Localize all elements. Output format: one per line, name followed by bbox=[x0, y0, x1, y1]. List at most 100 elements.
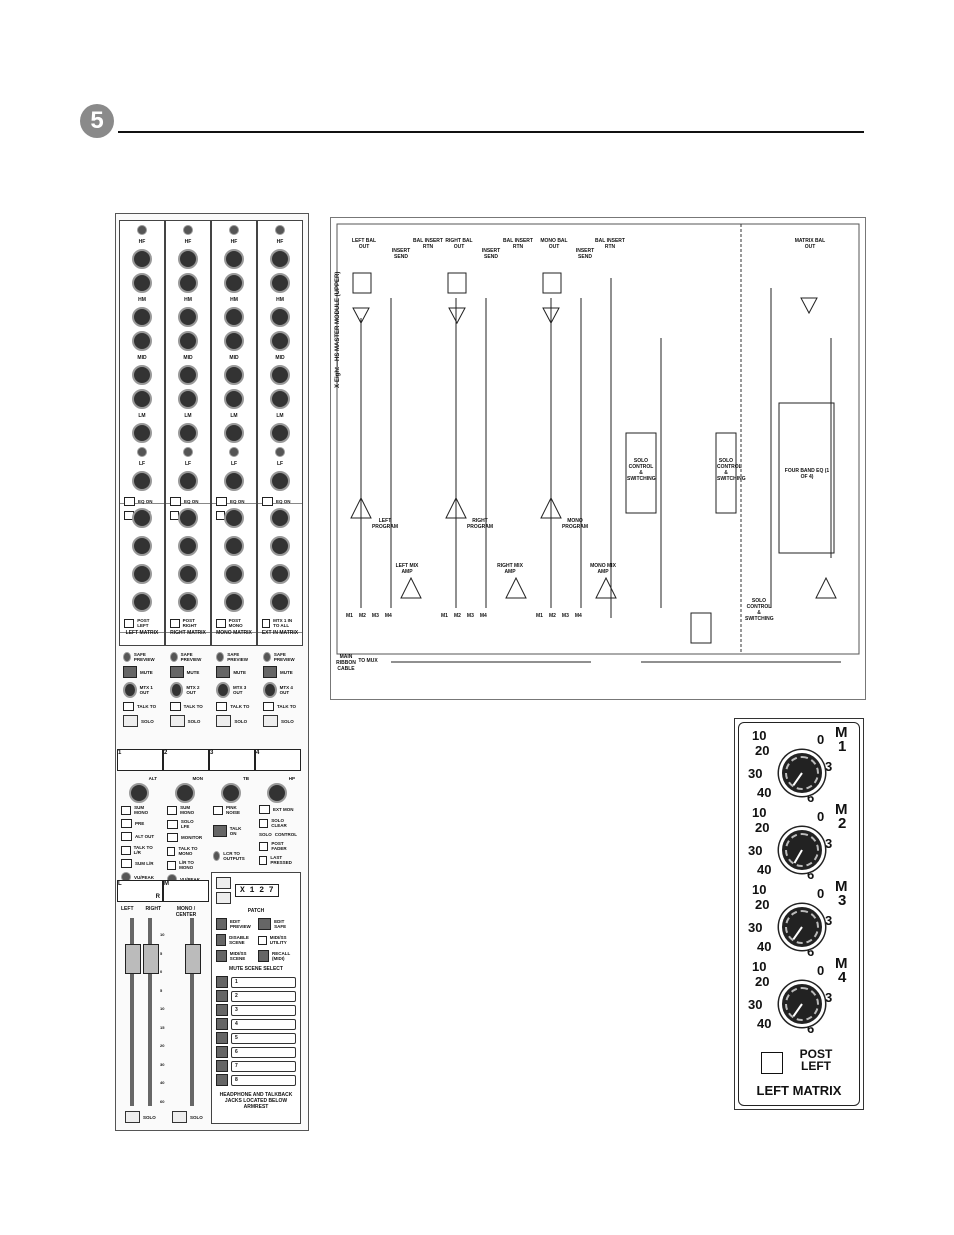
post-button[interactable] bbox=[170, 618, 180, 628]
hm-gain-knob[interactable] bbox=[224, 307, 244, 327]
matrix-knob[interactable] bbox=[178, 508, 198, 528]
matrix-1-knob[interactable] bbox=[779, 750, 825, 796]
scene-button[interactable] bbox=[216, 976, 228, 988]
matrix-knob[interactable] bbox=[224, 564, 244, 584]
left-fader-cap[interactable] bbox=[125, 944, 141, 974]
matrix-knob[interactable] bbox=[270, 564, 290, 584]
solo-button[interactable] bbox=[216, 715, 232, 727]
matrix-4-knob[interactable] bbox=[779, 981, 825, 1027]
lm-freq-knob[interactable] bbox=[132, 389, 152, 409]
edit-safe-button[interactable] bbox=[258, 918, 272, 930]
lm-freq-knob[interactable] bbox=[178, 389, 198, 409]
pink-noise-button[interactable] bbox=[213, 805, 223, 815]
knob-icon[interactable] bbox=[229, 447, 239, 457]
talk-to-button[interactable] bbox=[262, 702, 274, 711]
scene-row[interactable]: 6 bbox=[216, 1046, 296, 1058]
knob-icon[interactable] bbox=[183, 447, 193, 457]
matrix-knob[interactable] bbox=[132, 508, 152, 528]
lm-freq-knob[interactable] bbox=[270, 389, 290, 409]
eq-on-button[interactable] bbox=[216, 497, 227, 506]
mute-button[interactable] bbox=[169, 666, 184, 678]
alt-out-button[interactable] bbox=[121, 832, 132, 841]
alt-knob[interactable] bbox=[129, 783, 149, 803]
scene-button[interactable] bbox=[216, 1032, 228, 1044]
scene-button[interactable] bbox=[216, 1046, 228, 1058]
matrix-knob[interactable] bbox=[178, 564, 198, 584]
knob-icon[interactable] bbox=[183, 225, 193, 235]
post-button[interactable] bbox=[124, 618, 135, 628]
lm-gain-knob[interactable] bbox=[132, 423, 152, 443]
last-pressed-button[interactable] bbox=[259, 855, 268, 865]
lf-gain-knob[interactable] bbox=[132, 471, 152, 491]
monitor-button[interactable] bbox=[167, 833, 178, 842]
mtx-out-knob[interactable] bbox=[216, 682, 230, 698]
scene-row[interactable]: 3 bbox=[216, 1004, 296, 1016]
lr-to-mono-button[interactable] bbox=[167, 860, 177, 870]
scene-button[interactable] bbox=[216, 1004, 228, 1016]
right-fader-cap[interactable] bbox=[143, 944, 159, 974]
scene-button[interactable] bbox=[216, 1074, 228, 1086]
talk-to-button[interactable] bbox=[123, 702, 134, 711]
matrix-knob[interactable] bbox=[132, 564, 152, 584]
talk-on-button[interactable] bbox=[213, 825, 227, 837]
matrix-knob[interactable] bbox=[178, 536, 198, 556]
eq-on-button[interactable] bbox=[170, 497, 181, 506]
edit-preview-button[interactable] bbox=[216, 918, 227, 930]
solo-lfe-button[interactable] bbox=[167, 819, 178, 829]
midi-utility-button[interactable] bbox=[258, 935, 267, 945]
mono-fader-cap[interactable] bbox=[185, 944, 201, 974]
solo-button[interactable] bbox=[169, 715, 185, 727]
mute-button[interactable] bbox=[262, 666, 277, 678]
mid-gain-knob[interactable] bbox=[132, 365, 152, 385]
lf-gain-knob[interactable] bbox=[270, 471, 290, 491]
hm-freq-knob[interactable] bbox=[270, 273, 290, 293]
eq-on-button[interactable] bbox=[262, 497, 273, 506]
lf-gain-knob[interactable] bbox=[178, 471, 198, 491]
up-arrow-button[interactable] bbox=[216, 877, 231, 889]
hf-gain-knob[interactable] bbox=[178, 249, 198, 269]
mtx-in-button[interactable] bbox=[262, 618, 271, 628]
hm-gain-knob[interactable] bbox=[270, 307, 290, 327]
hm-freq-knob[interactable] bbox=[178, 273, 198, 293]
solo-button[interactable] bbox=[123, 715, 138, 727]
talk-to-button[interactable] bbox=[169, 702, 181, 711]
knob-icon[interactable] bbox=[275, 225, 285, 235]
mid-gain-knob[interactable] bbox=[178, 365, 198, 385]
recall-button[interactable] bbox=[258, 950, 270, 962]
matrix-knob[interactable] bbox=[178, 592, 198, 612]
scene-button[interactable] bbox=[216, 1060, 228, 1072]
mid-freq-knob[interactable] bbox=[270, 331, 290, 351]
hm-freq-knob[interactable] bbox=[224, 273, 244, 293]
mid-freq-knob[interactable] bbox=[132, 331, 152, 351]
lm-gain-knob[interactable] bbox=[270, 423, 290, 443]
matrix-knob[interactable] bbox=[270, 536, 290, 556]
solo-button[interactable] bbox=[125, 1111, 140, 1123]
talk-to-button[interactable] bbox=[216, 702, 228, 711]
scene-button[interactable] bbox=[216, 990, 228, 1002]
mid-gain-knob[interactable] bbox=[270, 365, 290, 385]
scene-row[interactable]: 1 bbox=[216, 976, 296, 988]
mute-button[interactable] bbox=[216, 666, 231, 678]
lm-gain-knob[interactable] bbox=[224, 423, 244, 443]
hf-gain-knob[interactable] bbox=[224, 249, 244, 269]
hm-gain-knob[interactable] bbox=[132, 307, 152, 327]
solo-clear-button[interactable] bbox=[259, 818, 269, 828]
midi-scene-button[interactable] bbox=[216, 950, 227, 962]
scene-button[interactable] bbox=[216, 1018, 228, 1030]
knob-icon[interactable] bbox=[137, 447, 147, 457]
matrix-3-knob[interactable] bbox=[779, 904, 825, 950]
matrix-knob[interactable] bbox=[132, 592, 152, 612]
scene-row[interactable]: 2 bbox=[216, 990, 296, 1002]
lm-freq-knob[interactable] bbox=[224, 389, 244, 409]
matrix-2-knob[interactable] bbox=[779, 827, 825, 873]
down-arrow-button[interactable] bbox=[216, 892, 231, 904]
disable-scene-button[interactable] bbox=[216, 934, 227, 946]
hp-knob[interactable] bbox=[267, 783, 287, 803]
scene-row[interactable]: 8 bbox=[216, 1074, 296, 1086]
mtx-out-knob[interactable] bbox=[169, 682, 184, 698]
hf-gain-knob[interactable] bbox=[270, 249, 290, 269]
solo-button[interactable] bbox=[262, 715, 278, 727]
mute-button[interactable] bbox=[123, 666, 137, 678]
scene-row[interactable]: 4 bbox=[216, 1018, 296, 1030]
tb-knob[interactable] bbox=[221, 783, 241, 803]
